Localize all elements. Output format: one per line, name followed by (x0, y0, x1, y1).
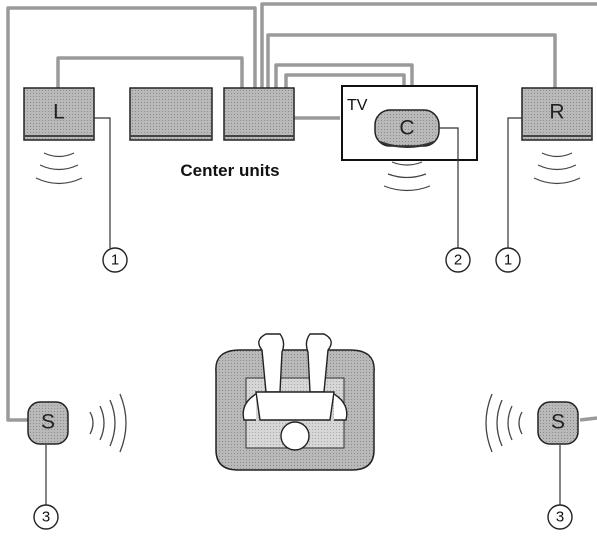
listener-in-armchair (215, 333, 375, 471)
center-unit-right (223, 87, 295, 141)
speaker-label-C: C (399, 117, 414, 140)
callout-number: 3 (556, 509, 564, 526)
cable-surround-right (260, 2, 597, 88)
callout-front-left: 1 (102, 247, 128, 273)
speaker-label-R: R (549, 101, 564, 124)
callout-leaders (45, 117, 561, 505)
center-unit-left (129, 87, 213, 141)
callout-center: 2 (445, 247, 471, 273)
callout-number: 3 (42, 509, 50, 526)
center-speaker: C (374, 109, 440, 148)
sound-waves-surround-right (485, 393, 523, 453)
callout-surround-left: 3 (33, 504, 59, 530)
callout-number: 1 (111, 252, 119, 269)
sound-waves-surround-left (89, 393, 127, 453)
sound-waves-front-right (533, 152, 581, 185)
surround-right-speaker: S (537, 401, 579, 445)
cable-surround-right-end (579, 416, 597, 422)
callout-surround-right: 3 (547, 504, 573, 530)
callout-front-right: 1 (495, 247, 521, 273)
sound-waves-center (383, 161, 431, 192)
speaker-label-S-left: S (41, 411, 55, 434)
person-figure (242, 333, 348, 451)
callout-number: 2 (454, 252, 462, 269)
sound-waves-front-left (35, 152, 83, 185)
callout-number: 1 (504, 252, 512, 269)
cable-surround-left (6, 6, 257, 422)
speaker-label-L: L (53, 101, 65, 124)
cable-front-left (56, 56, 244, 90)
sound-waves-front (35, 152, 581, 192)
tv-label: TV (347, 97, 368, 114)
speaker-label-S-right: S (551, 411, 565, 434)
front-left-speaker: L (23, 87, 95, 141)
cable-front-right (266, 33, 557, 88)
front-right-speaker: R (521, 87, 593, 141)
surround-left-speaker: S (27, 401, 69, 445)
speaker-cables (6, 2, 597, 422)
center-units-label: Center units (180, 161, 279, 180)
center-units: Center units (129, 87, 295, 180)
